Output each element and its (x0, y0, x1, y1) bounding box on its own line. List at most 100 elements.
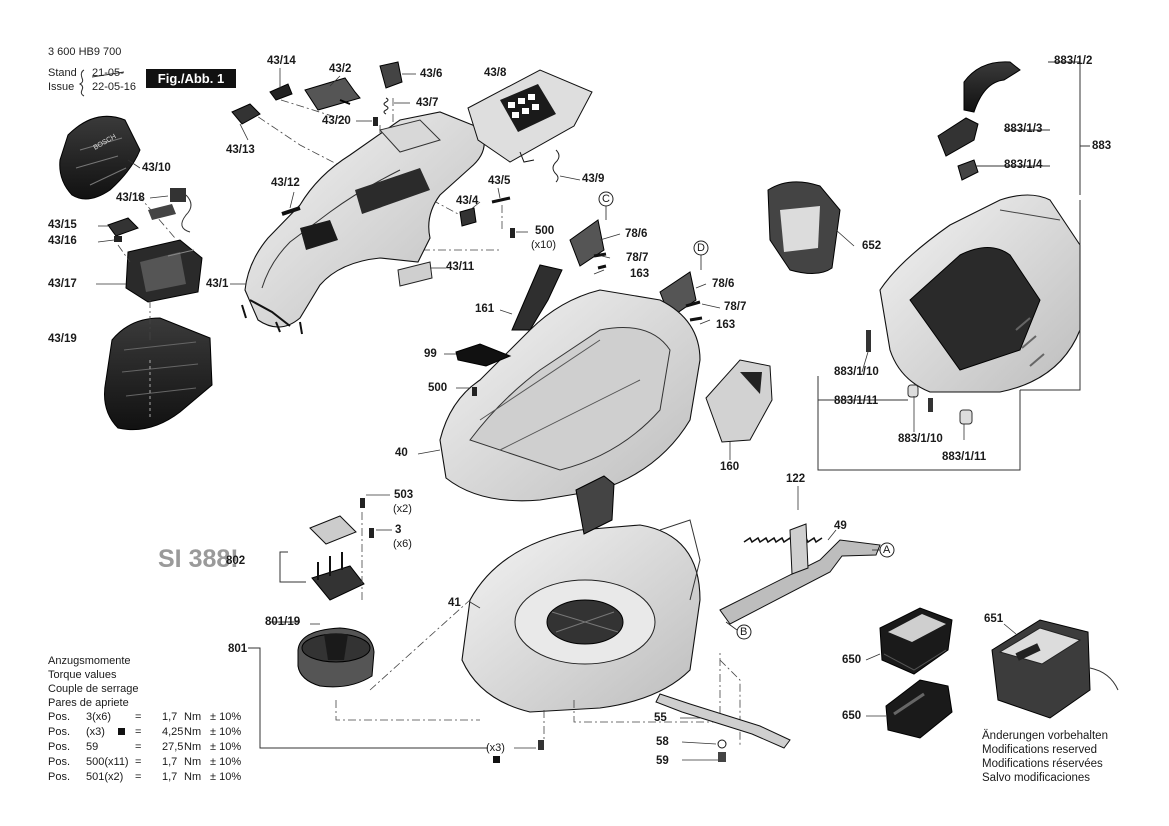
part-label: 43/10 (142, 162, 171, 174)
part-label: (x10) (531, 239, 557, 251)
battery-lower (885, 679, 953, 739)
handle-part-161 (511, 264, 563, 331)
spring-43-9 (552, 149, 560, 183)
part-label: 43/15 (48, 219, 77, 231)
callout-a: A (883, 544, 891, 556)
part-label: 43/6 (420, 68, 443, 80)
part-label: 99 (424, 348, 437, 360)
part-label: 43/4 (456, 195, 479, 207)
control-panel-cover (467, 69, 593, 163)
grass-box (879, 194, 1081, 393)
torque-unit: Nm (184, 711, 202, 723)
part-label: 500 (535, 225, 555, 237)
wheel-bracket (575, 475, 615, 535)
handle-883-1-2 (963, 61, 1021, 113)
part-label: 161 (475, 303, 495, 315)
square-marker (118, 728, 125, 735)
chassis-top (439, 289, 701, 502)
part-label: 43/11 (446, 261, 475, 273)
part-label: 43/19 (48, 333, 77, 345)
motor-cover-top: BOSCH (59, 115, 141, 200)
stand-date: 21-05- (92, 67, 124, 79)
part-label: 883/1/11 (942, 451, 987, 463)
part-43-14 (269, 83, 293, 101)
lower-battery-housing (104, 317, 213, 431)
part-label: 78/7 (626, 252, 649, 264)
callout-b: B (740, 626, 748, 638)
part-label: (x2) (393, 503, 412, 515)
motor-801 (297, 627, 375, 688)
part-label: 883 (1092, 140, 1112, 152)
issue-bracket (78, 69, 85, 97)
part-label: 801/19 (265, 616, 301, 628)
part-label: 78/7 (724, 301, 747, 313)
torque-heading-en: Torque values (48, 669, 117, 681)
key-part (107, 217, 139, 237)
part-label: 883/1/2 (1054, 55, 1093, 67)
upper-housing (241, 111, 485, 335)
torque-eq: = (135, 741, 142, 753)
part-label: 43/9 (582, 173, 605, 185)
callout-c: C (602, 193, 610, 205)
part-label: 78/6 (625, 228, 648, 240)
part-43-13 (231, 103, 261, 125)
torque-unit: Nm (184, 756, 202, 768)
modification-notice: Änderungen vorbehalten Modifications res… (982, 729, 1108, 785)
torque-unit: Nm (184, 771, 202, 783)
part-label: 883/1/11 (834, 395, 879, 407)
part-label: 43/2 (329, 63, 352, 75)
torque-pos: Pos. (48, 726, 71, 738)
electronics-cover (309, 515, 357, 545)
part-label: 883/1/10 (898, 433, 943, 445)
part-label: 43/18 (116, 192, 145, 204)
part-label: 43/1 (206, 278, 229, 290)
part-label: 43/12 (271, 177, 300, 189)
part-43-2 (304, 77, 361, 111)
part-label: 43/17 (48, 278, 77, 290)
torque-tol: ± 10% (210, 756, 242, 768)
watermark: SI 388! (158, 545, 239, 573)
torque-headings: Anzugsmomente Torque values Couple de se… (48, 654, 139, 710)
label-43-11 (397, 261, 433, 287)
torque-pos: Pos. (48, 711, 71, 723)
torque-pos: Pos. (48, 771, 71, 783)
torque-eq: = (135, 771, 142, 783)
part-label: 78/6 (712, 278, 735, 290)
spring-122 (743, 536, 823, 544)
torque-eq: = (135, 756, 142, 768)
torque-unit: Nm (184, 741, 202, 753)
torque-heading-de: Anzugsmomente (48, 655, 131, 667)
notice-de: Änderungen vorbehalten (982, 730, 1108, 742)
torque-val: 1,7 (162, 756, 178, 768)
torque-val: 27,5 (162, 741, 184, 753)
part-label: 163 (716, 319, 736, 331)
notice-en: Modifications reserved (982, 744, 1098, 756)
bracket-78-6-c (569, 219, 605, 267)
axle-bar-49 (719, 539, 881, 625)
part-label: 43/20 (322, 115, 351, 127)
torque-heading-es: Pares de apriete (48, 697, 129, 709)
part-label: 43/8 (484, 67, 507, 79)
pin-43-5 (491, 196, 511, 204)
torque-ref: (x3) (86, 726, 105, 738)
part-label: 40 (395, 447, 408, 459)
part-label: 650 (842, 710, 862, 722)
foam-99 (455, 343, 512, 367)
torque-tol: ± 10% (210, 771, 242, 783)
part-label: 801 (228, 643, 248, 655)
torque-val: 1,7 (162, 771, 178, 783)
spring-43-7 (383, 97, 389, 115)
part-label: 43/5 (488, 175, 511, 187)
torque-unit: Nm (184, 726, 202, 738)
electronics-board (311, 565, 365, 601)
battery-housing (125, 239, 203, 303)
part-883-1-3 (937, 117, 979, 157)
torque-tol: ± 10% (210, 711, 242, 723)
issue-date: 22-05-16 (92, 81, 137, 93)
torque-heading-fr: Couple de serrage (48, 683, 139, 695)
torque-ref: 59 (86, 741, 99, 753)
part-label: 49 (834, 520, 847, 532)
part-label: 160 (720, 461, 740, 473)
